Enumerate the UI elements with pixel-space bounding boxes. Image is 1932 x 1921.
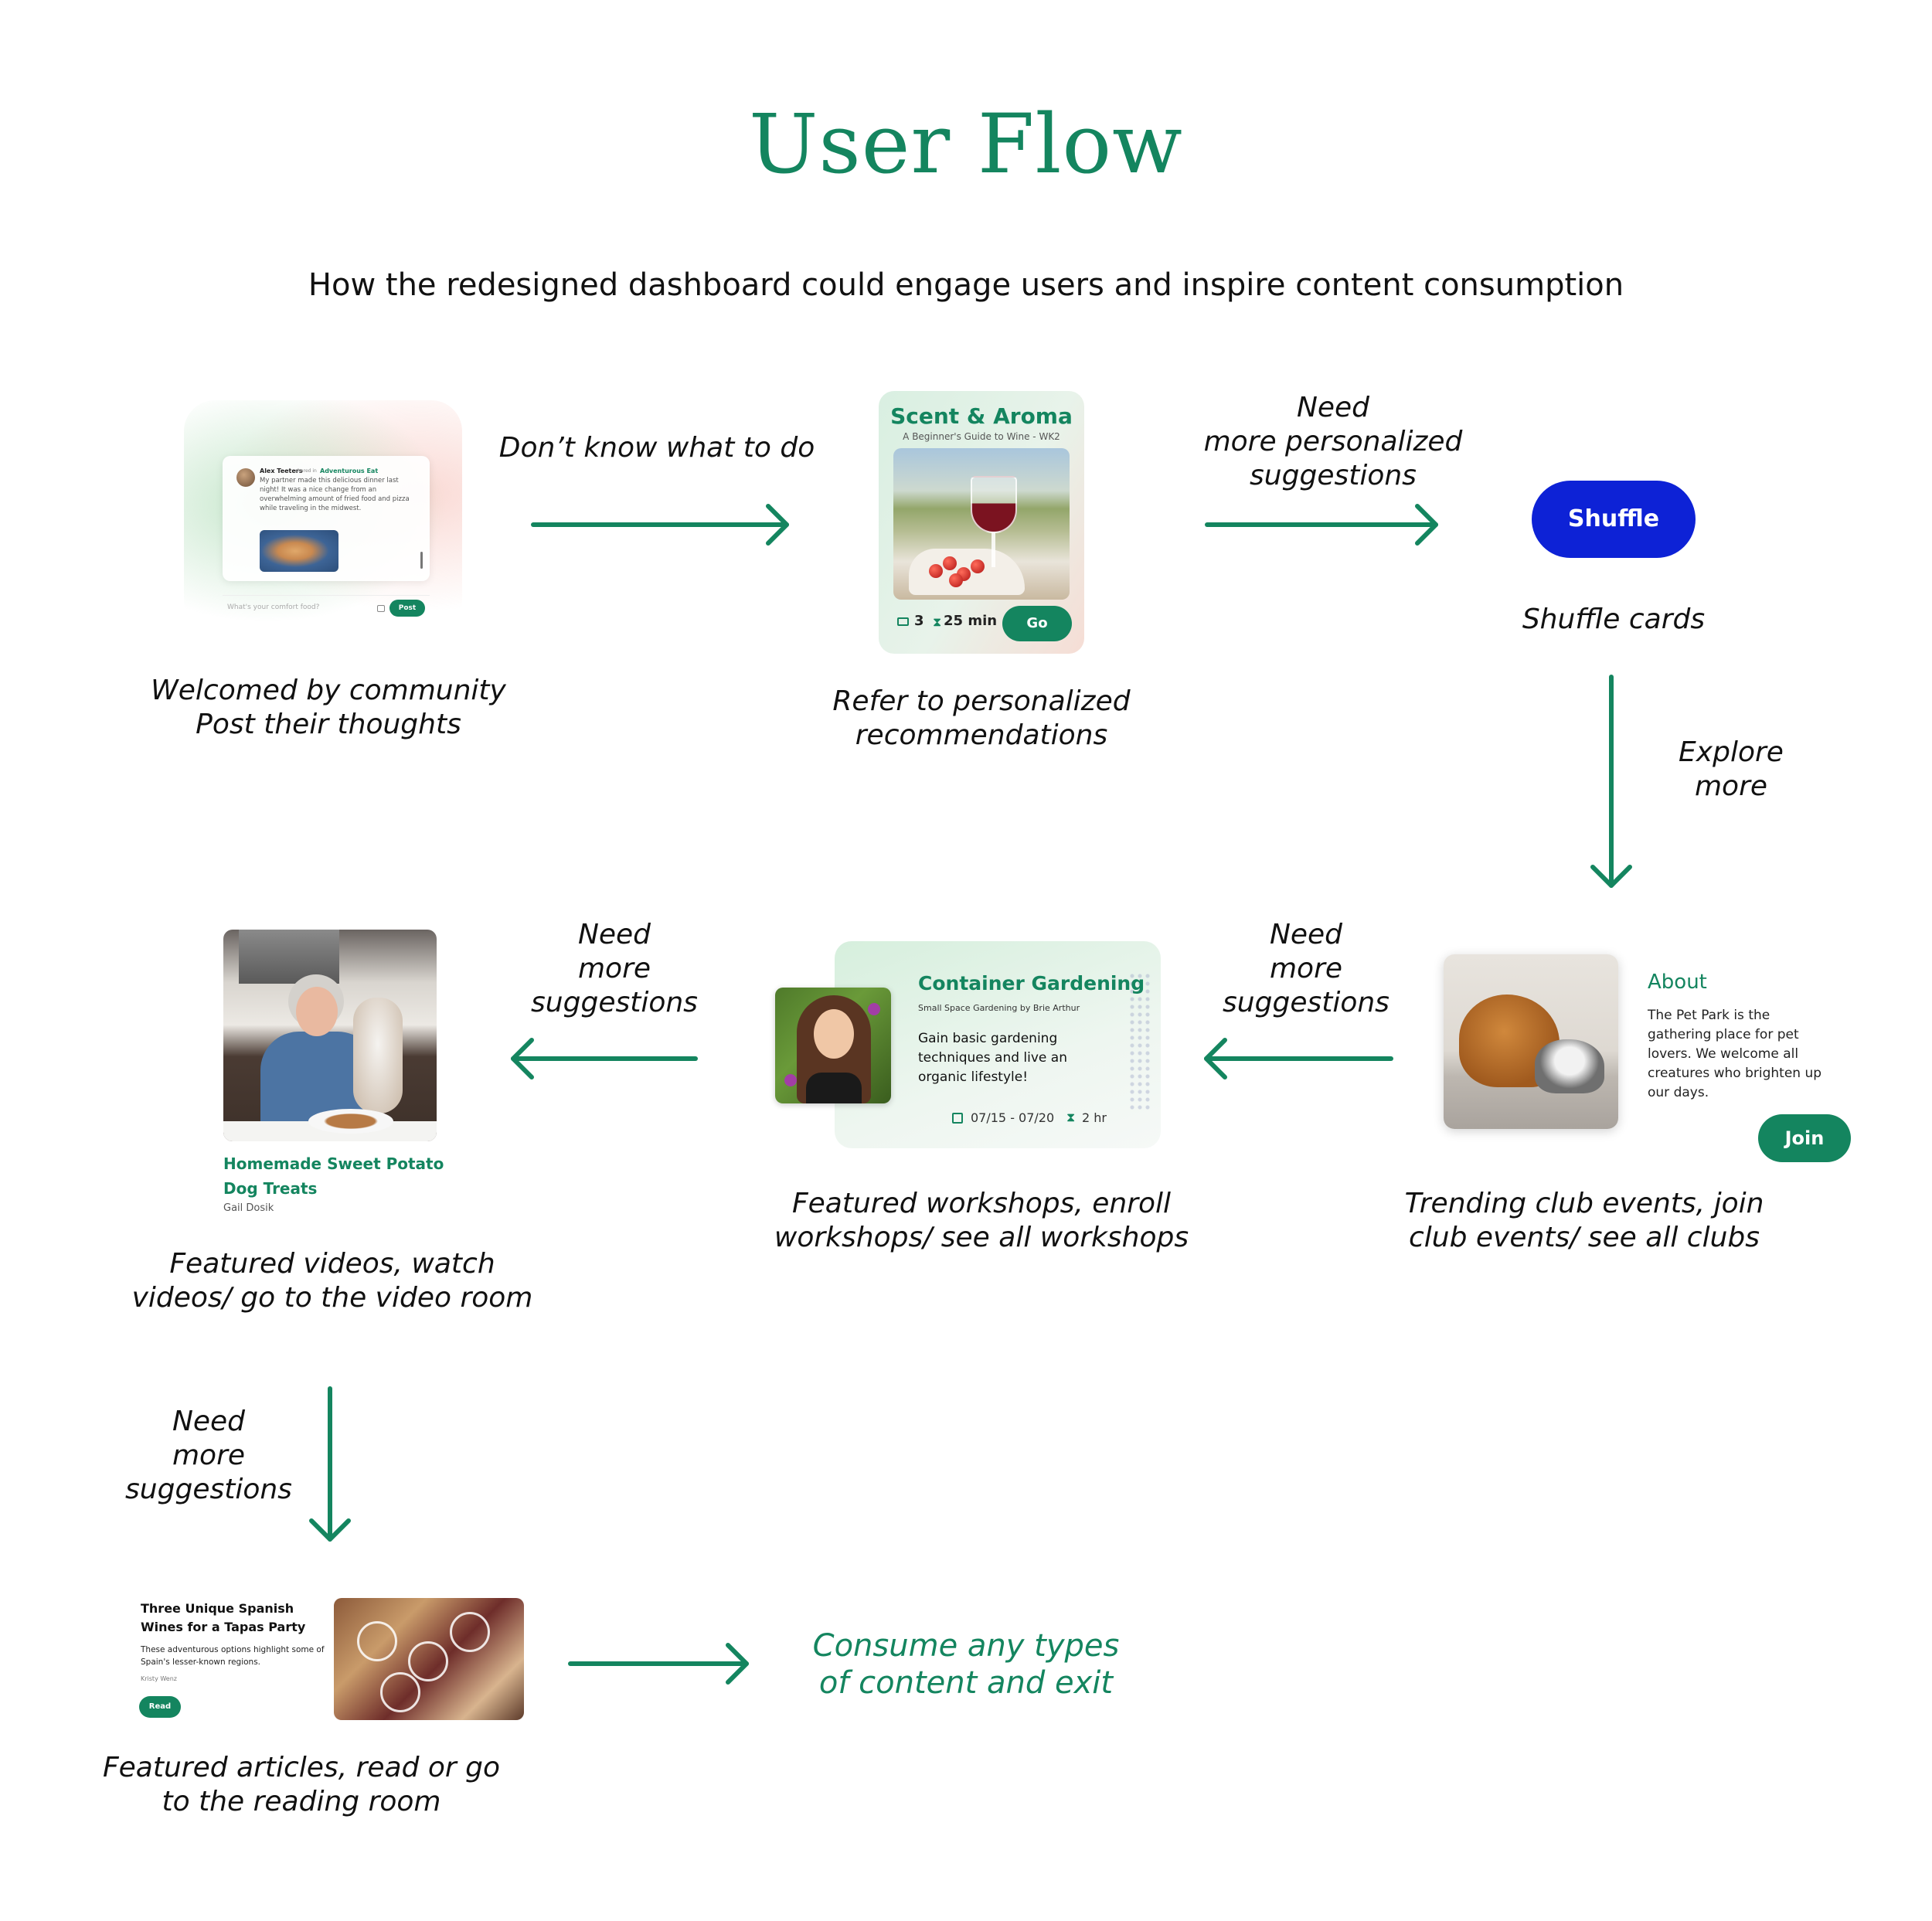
face-shape (814, 1009, 854, 1059)
club-about-title: About (1648, 971, 1707, 994)
video-camera-icon (897, 617, 909, 626)
decorative-dots (1128, 972, 1151, 1111)
label-dont-know: Don’t know what to do (498, 432, 815, 464)
label-need-more-clubs: Need more suggestions (1223, 919, 1389, 1018)
video-thumbnail[interactable] (223, 930, 437, 1141)
article-image[interactable] (334, 1598, 524, 1720)
avatar (236, 468, 255, 487)
arrow-shuffle-to-clubs (1590, 675, 1632, 888)
hourglass-icon: ⧗ (1066, 1110, 1076, 1124)
duration: 25 min (944, 613, 998, 629)
image-icon[interactable] (377, 605, 385, 612)
post-club-link[interactable]: Adventurous Eat (320, 468, 379, 474)
recommendation-title: Scent & Aroma (890, 403, 1073, 429)
workshop-title: Container Gardening (918, 972, 1145, 994)
arrow-community-to-recommendations (531, 504, 789, 546)
wine-glass-shape (971, 476, 1017, 533)
video-author: Gail Dosik (223, 1202, 274, 1214)
shuffle-button[interactable]: Shuffle (1532, 481, 1696, 558)
post-text: My partner made this delicious dinner la… (260, 477, 410, 512)
go-button[interactable]: Go (1002, 606, 1072, 641)
post-food-image (260, 530, 338, 572)
arrow-recommendations-to-shuffle (1205, 504, 1438, 546)
flower-shape (868, 1003, 880, 1015)
caption-clubs: Trending club events, join club events/ … (1404, 1188, 1764, 1253)
flower-shape (784, 1074, 797, 1086)
club-image[interactable] (1444, 954, 1618, 1129)
video-title[interactable]: Homemade Sweet Potato Dog Treats (223, 1154, 444, 1198)
hourglass-icon: ⧗ (933, 614, 942, 629)
post-scrollbar[interactable] (420, 552, 423, 569)
label-need-personalized: Need more personalized suggestions (1203, 392, 1463, 491)
plate-shape (308, 1109, 393, 1134)
cat-shape (1535, 1039, 1604, 1093)
workshop-description: Gain basic gardening techniques and live… (918, 1031, 1067, 1085)
caption-recommendations: Refer to personalized recommendations (832, 685, 1131, 751)
community-post-card: Alex Teeters shared in Adventurous Eat M… (223, 456, 430, 581)
arrow-clubs-to-workshops (1204, 1038, 1393, 1080)
caption-videos: Featured videos, watch videos/ go to the… (131, 1248, 533, 1314)
article-description: These adventurous options highlight some… (141, 1645, 325, 1667)
workshop-duration: 2 hr (1082, 1110, 1107, 1125)
arrow-videos-to-articles (309, 1386, 351, 1542)
workshop-subtitle: Small Space Gardening by Brie Arthur (918, 1003, 1080, 1013)
article-title[interactable]: Three Unique Spanish Wines for a Tapas P… (141, 1601, 306, 1634)
page-subtitle: How the redesigned dashboard could engag… (308, 267, 1624, 303)
caption-workshops: Featured workshops, enroll workshops/ se… (774, 1188, 1189, 1253)
glass-shape (380, 1672, 420, 1712)
glass-shape (357, 1621, 397, 1661)
label-explore-more: Explore more (1679, 736, 1784, 802)
caption-community: Welcomed by community Post their thought… (151, 675, 506, 740)
tomato-shape (929, 564, 943, 578)
post-author: Alex Teeters (260, 468, 303, 474)
tomato-shape (943, 556, 957, 570)
page-title: User Flow (749, 97, 1183, 192)
post-shared-in: shared in (295, 468, 317, 474)
person-face-shape (296, 987, 338, 1036)
video-count: 3 (914, 613, 924, 629)
calendar-icon (952, 1113, 963, 1124)
tomato-shape (949, 573, 963, 587)
arrow-workshops-to-videos (511, 1038, 698, 1080)
post-button[interactable]: Post (389, 600, 425, 617)
caption-shuffle: Shuffle cards (1522, 604, 1706, 635)
recommendation-subtitle: A Beginner's Guide to Wine - WK2 (903, 431, 1060, 442)
dog-shape (353, 998, 403, 1114)
glass-shape (408, 1641, 448, 1681)
shirt-shape (806, 1073, 862, 1103)
end-label: Consume any types of content and exit (812, 1628, 1120, 1701)
label-need-more-workshops: Need more suggestions (531, 919, 698, 1018)
tomato-shape (971, 559, 985, 573)
recommendation-card[interactable]: Scent & Aroma A Beginner's Guide to Wine… (879, 391, 1084, 654)
read-button[interactable]: Read (139, 1696, 181, 1718)
arrow-articles-to-exit (568, 1643, 749, 1685)
wine-image (893, 448, 1070, 600)
join-button[interactable]: Join (1758, 1114, 1851, 1162)
club-about-text: The Pet Park is the gathering place for … (1648, 1008, 1822, 1100)
glass-shape (450, 1612, 490, 1652)
post-input[interactable]: What's your comfort food? (227, 604, 320, 611)
instructor-photo (775, 988, 891, 1103)
article-author: Kristy Wenz (141, 1675, 177, 1682)
workshop-dates: 07/15 - 07/20 (971, 1110, 1055, 1125)
caption-articles: Featured articles, read or go to the rea… (102, 1752, 501, 1817)
post-composer: What's your comfort food? Post (223, 595, 430, 621)
label-need-more-videos: Need more suggestions (125, 1406, 292, 1505)
wine-stem-shape (992, 532, 995, 567)
